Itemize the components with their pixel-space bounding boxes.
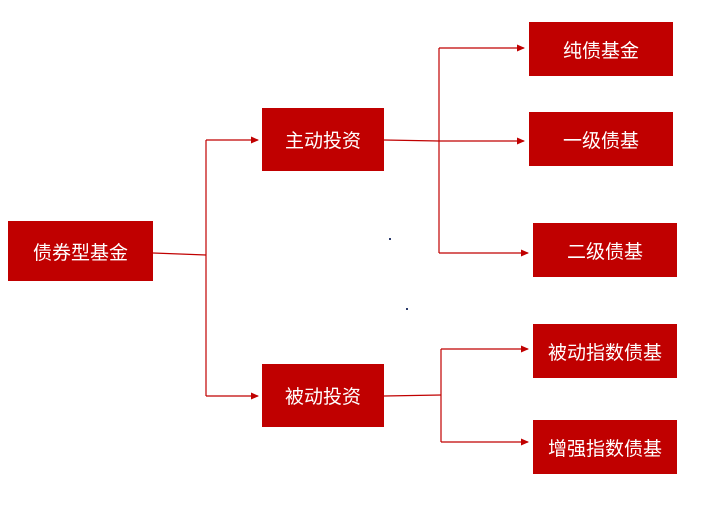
passive-connector — [383, 394, 442, 397]
node-passive-investment: 被动投资 — [262, 364, 384, 427]
stray-dot — [389, 238, 391, 240]
node-bond-fund: 债券型基金 — [8, 221, 153, 281]
stray-dot — [406, 308, 408, 310]
node-primary-bond-fund: 一级债基 — [529, 112, 673, 166]
node-pure-bond-fund: 纯债基金 — [529, 22, 673, 76]
root-connector — [152, 252, 207, 256]
node-active-investment: 主动投资 — [262, 108, 384, 171]
node-passive-index-bond-fund: 被动指数债基 — [533, 324, 677, 378]
node-enhanced-index-bond-fund: 增强指数债基 — [533, 420, 677, 474]
node-secondary-bond-fund: 二级债基 — [533, 223, 677, 277]
active-connector — [383, 139, 440, 142]
